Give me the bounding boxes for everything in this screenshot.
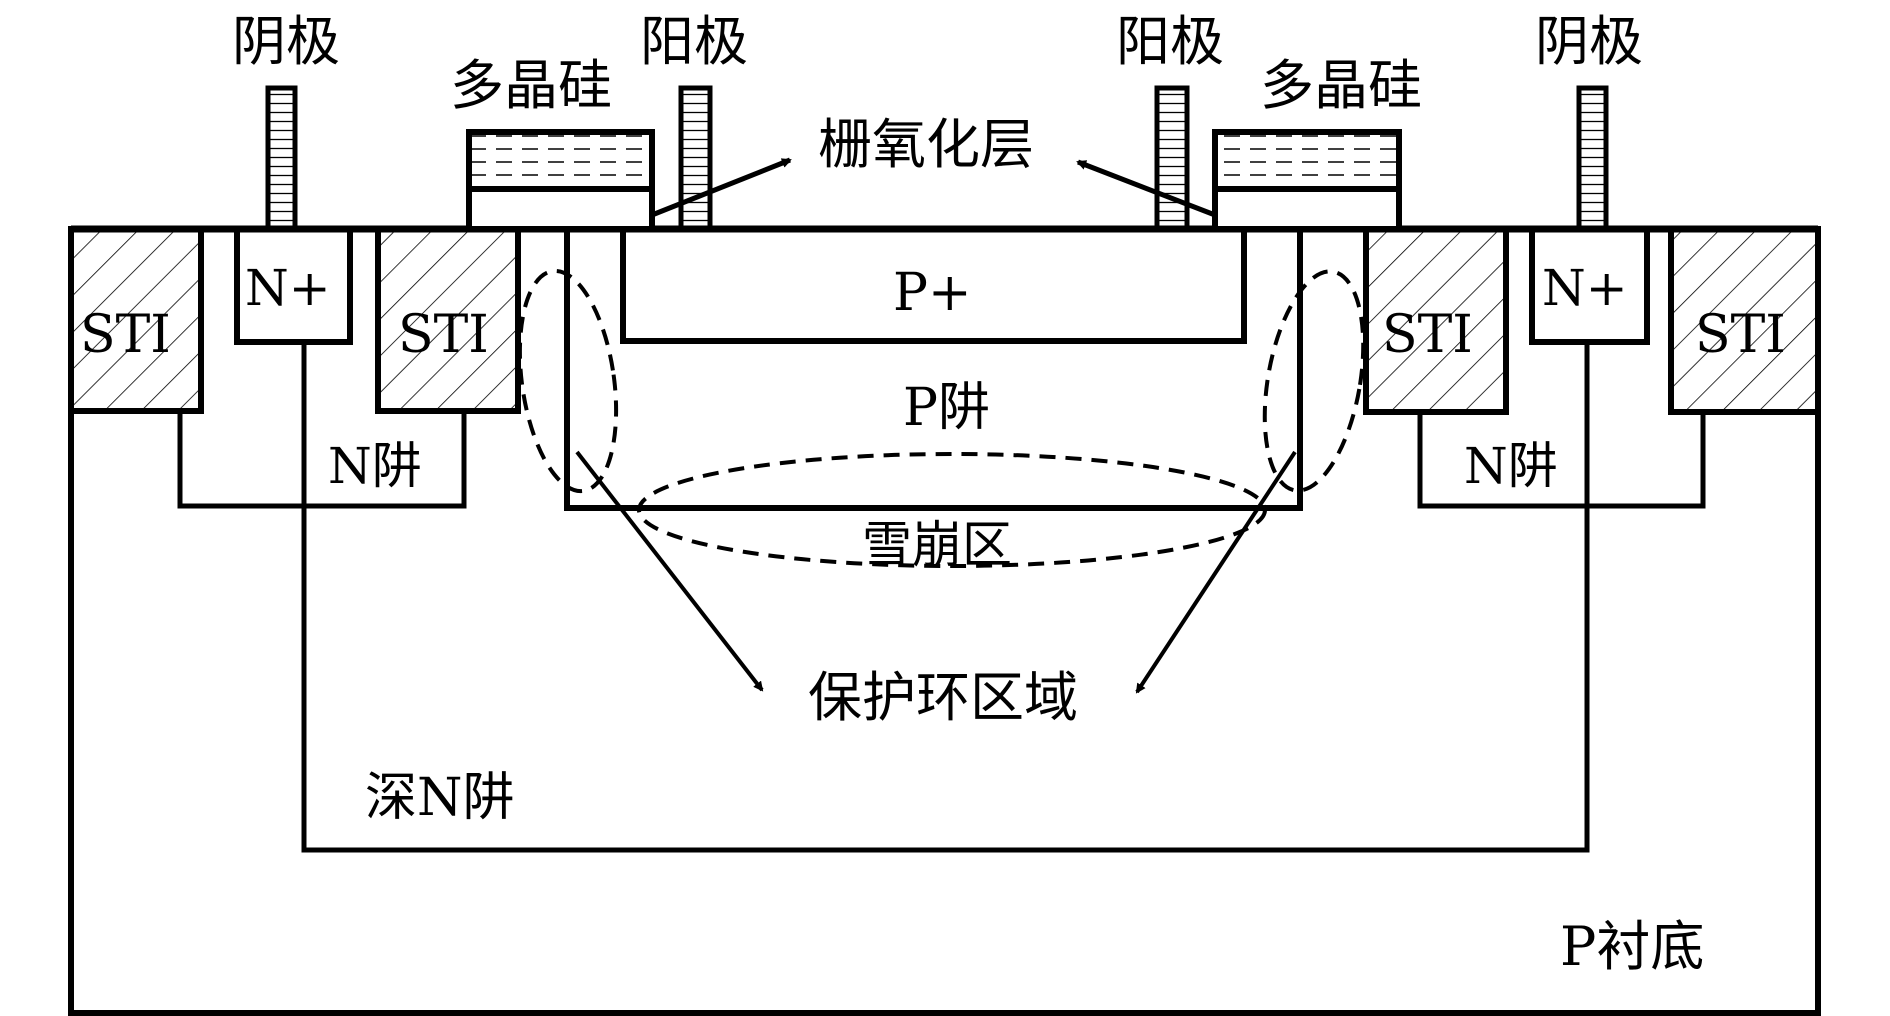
label-poly-left: 多晶硅 [450, 54, 612, 117]
label-anode-right: 阳极 [1116, 10, 1224, 73]
label-pwell: P阱 [903, 378, 990, 438]
n-well-right [1417, 412, 1706, 509]
gate-oxide-arrow-left [651, 157, 792, 218]
label-sti-1: STI [80, 305, 171, 365]
label-nplus-right: N+ [1542, 259, 1628, 317]
anode-contact-left [678, 85, 713, 232]
anode-contact-right [1154, 85, 1190, 232]
label-sti-2: STI [398, 305, 489, 365]
poly-gate-right [1212, 129, 1402, 232]
label-substrate: P衬底 [1560, 915, 1704, 978]
n-plus-right [1529, 226, 1650, 345]
label-anode-left: 阳极 [640, 10, 748, 73]
cathode-contact-right [1576, 85, 1609, 232]
avalanche-region-ellipse [637, 452, 1267, 568]
label-cathode-right: 阴极 [1535, 10, 1643, 73]
cathode-contact-left [265, 85, 298, 232]
gate-oxide-arrow-right [1076, 159, 1216, 218]
n-plus-left [234, 226, 353, 345]
label-nwell-left: N阱 [328, 437, 422, 495]
label-sti-3: STI [1382, 305, 1473, 365]
gate-oxide-right [1212, 186, 1402, 232]
label-nplus-left: N+ [245, 259, 331, 317]
guard-ring-ellipse-right [1262, 269, 1366, 493]
label-avalanche: 雪崩区 [862, 516, 1012, 574]
sti-block-2 [375, 226, 521, 414]
sti-block-3 [1363, 226, 1509, 415]
p-plus-region [620, 229, 1247, 344]
label-pplus: P+ [893, 263, 972, 323]
deep-n-well [301, 342, 1590, 853]
guard-ring-arrow-left [575, 450, 764, 692]
label-cathode-left: 阴极 [232, 10, 340, 73]
label-nwell-right: N阱 [1464, 437, 1558, 495]
n-well-left [177, 411, 467, 509]
poly-gate-left [466, 129, 655, 232]
label-poly-right: 多晶硅 [1260, 54, 1422, 117]
gate-oxide-left [466, 186, 655, 232]
label-deep-nwell: 深N阱 [365, 768, 515, 828]
label-gate-oxide: 栅氧化层 [818, 113, 1034, 176]
label-sti-4: STI [1695, 305, 1786, 365]
guard-ring-arrow-right [1135, 450, 1297, 694]
label-guard-ring: 保护环区域 [808, 666, 1078, 729]
